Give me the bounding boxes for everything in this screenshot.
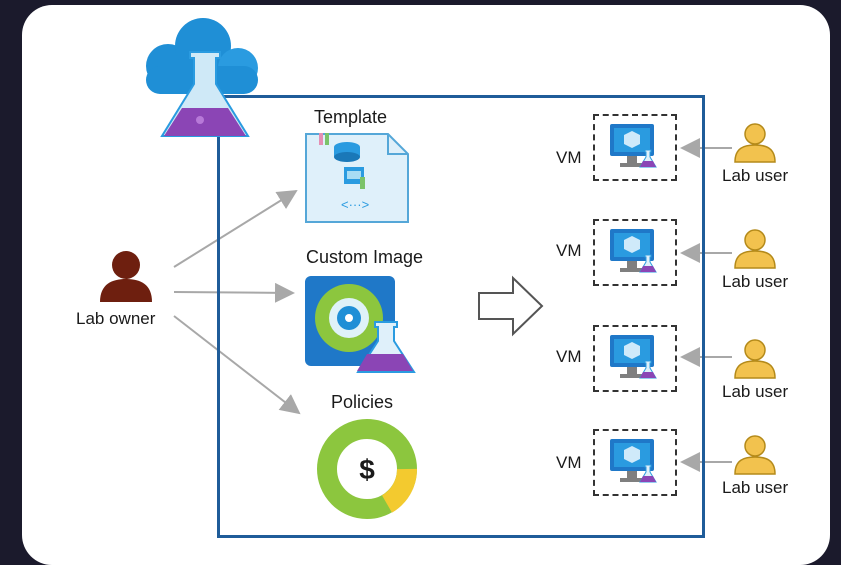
owner-to-template-arrow: [173, 189, 298, 268]
vm-label: VM: [556, 347, 582, 366]
custom-image-icon: [305, 276, 416, 373]
lab-user-person-icon: [734, 339, 776, 379]
deploy-arrow-icon: [478, 275, 544, 337]
vm-icon: [610, 439, 657, 483]
vm-icon: [610, 335, 657, 379]
lab-user-label: Lab user: [722, 166, 789, 185]
vm-icon: [610, 124, 657, 168]
vm-box: [593, 429, 677, 496]
lab-user-person-icon: [734, 229, 776, 269]
owner-to-policies-arrow: [173, 315, 301, 415]
lab-user-label: Lab user: [722, 382, 789, 401]
policies-symbol: $: [359, 454, 375, 485]
lab-user-person-icon: [734, 435, 776, 475]
vm-box: [593, 219, 677, 286]
vm-box: [593, 114, 677, 181]
vm-label: VM: [556, 241, 582, 260]
custom-image-label: Custom Image: [306, 247, 424, 267]
svg-text:<···>: <···>: [341, 197, 369, 212]
policies-label: Policies: [331, 392, 394, 412]
policies-icon: $: [317, 419, 418, 519]
vm-label: VM: [556, 453, 582, 472]
vm-label: VM: [556, 148, 582, 167]
lab-user-label: Lab user: [722, 478, 789, 497]
owner-to-image-arrow: [173, 282, 295, 303]
lab-owner-person-icon: [100, 251, 152, 302]
template-label: Template: [314, 107, 388, 127]
lab-owner-label: Lab owner: [76, 309, 156, 328]
lab-user-person-icon: [734, 123, 776, 163]
template-icon: <···>: [305, 133, 409, 223]
lab-user-label: Lab user: [722, 272, 789, 291]
vm-icon: [610, 229, 657, 273]
vm-box: [593, 325, 677, 392]
lab-frame: [217, 95, 705, 538]
azure-lab-services-icon: [146, 18, 258, 137]
